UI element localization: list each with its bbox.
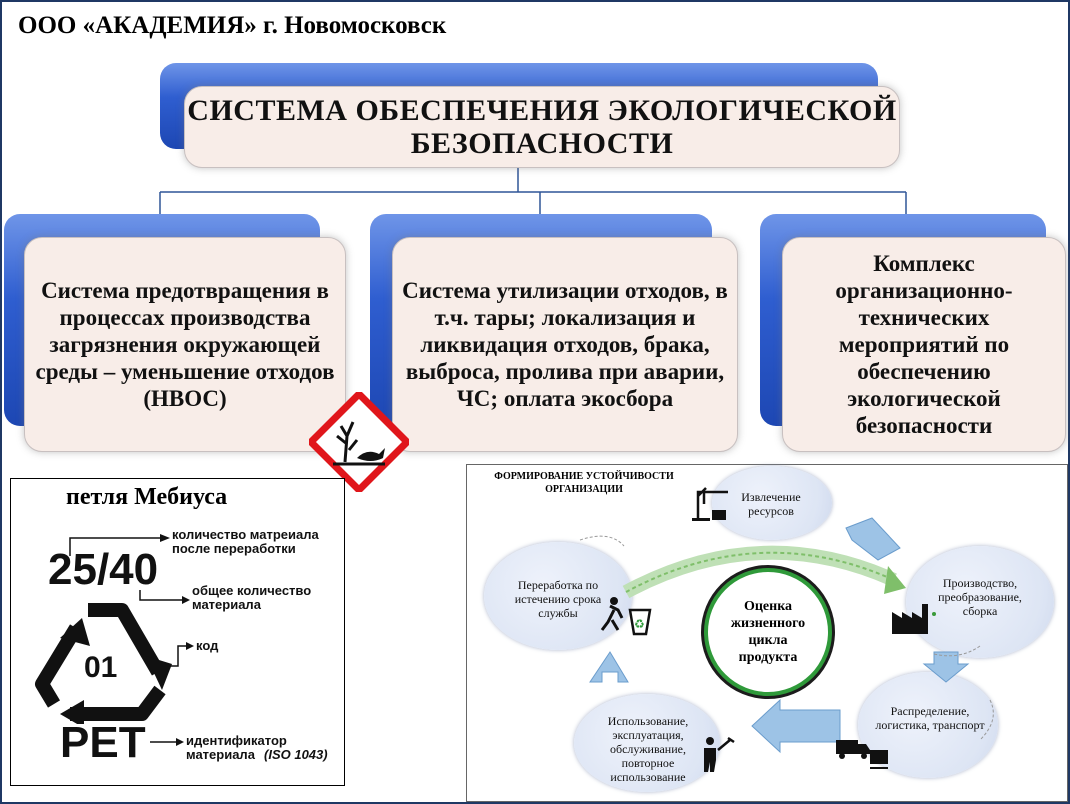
company-name: ООО «АКАДЕМИЯ» г. Новомосковск [18, 12, 447, 39]
environment-hazard-icon [309, 392, 409, 492]
column-box-2: Система утилизации отходов, в т.ч. тары;… [392, 237, 738, 452]
total-amount-label: общее количество материала [192, 583, 312, 612]
svg-text:♻: ♻ [634, 617, 645, 631]
recycle-bin-icon: ♻ [600, 597, 652, 636]
code-label: код [196, 638, 219, 653]
mobius-title: петля Мебиуса [66, 484, 228, 510]
column-text-3: Комплекс организационно-технических меро… [835, 251, 1013, 438]
column-box-3: Комплекс организационно-технических меро… [782, 237, 1066, 452]
factory-icon [892, 604, 936, 634]
column-text-1: Система предотвращения в процессах произ… [35, 278, 335, 411]
stage-distribution: Распределение, логистика, транспорт [875, 704, 985, 732]
column-text-2: Система утилизации отходов, в т.ч. тары;… [402, 278, 728, 411]
material-abbreviation: PET [60, 718, 146, 767]
stage-extraction: Извлечение ресурсов [741, 490, 801, 518]
lifecycle-center: Оценка жизненного цикла продукта [704, 568, 832, 696]
lifecycle-title: ФОРМИРОВАНИЕ УСТОЙЧИВОСТИ ОРГАНИЗАЦИИ [494, 471, 674, 495]
main-title-box: СИСТЕМА ОБЕСПЕЧЕНИЯ ЭКОЛОГИЧЕСКОЙ БЕЗОПА… [184, 86, 900, 168]
iso-standard-label: (ISO 1043) [264, 747, 328, 762]
stage-recycling: Переработка по истечению срока службы [514, 578, 602, 620]
recycle-triangle-icon [35, 603, 172, 724]
stage-ellipse-usage [574, 694, 720, 792]
truck-train-icon [836, 740, 888, 769]
main-title: СИСТЕМА ОБЕСПЕЧЕНИЯ ЭКОЛОГИЧЕСКОЙ БЕЗОПА… [187, 94, 896, 160]
stage-ellipse-production [906, 546, 1054, 658]
main-title-line1: СИСТЕМА ОБЕСПЕЧЕНИЯ ЭКОЛОГИЧЕСКОЙ [187, 94, 897, 127]
stage-usage: Использование, эксплуатация, обслуживани… [607, 714, 689, 784]
crane-icon [692, 487, 728, 521]
material-identifier-label: идентификатор материала [186, 733, 287, 762]
column-box-1: Система предотвращения в процессах произ… [24, 237, 346, 452]
ratio-value: 25/40 [48, 545, 159, 594]
material-code: 01 [84, 651, 118, 684]
lifecycle-center-text: Оценка жизненного цикла продукта [730, 599, 806, 665]
main-title-line2: БЕЗОПАСНОСТИ [410, 127, 674, 160]
stage-ellipse-extraction [712, 466, 832, 540]
worker-wrench-icon [704, 736, 735, 772]
stage-production: Производство, преобразование, сборка [938, 576, 1022, 618]
stage-ellipse-recycling [484, 542, 632, 650]
recycled-amount-label: количество матреиала после переработки [172, 527, 319, 556]
